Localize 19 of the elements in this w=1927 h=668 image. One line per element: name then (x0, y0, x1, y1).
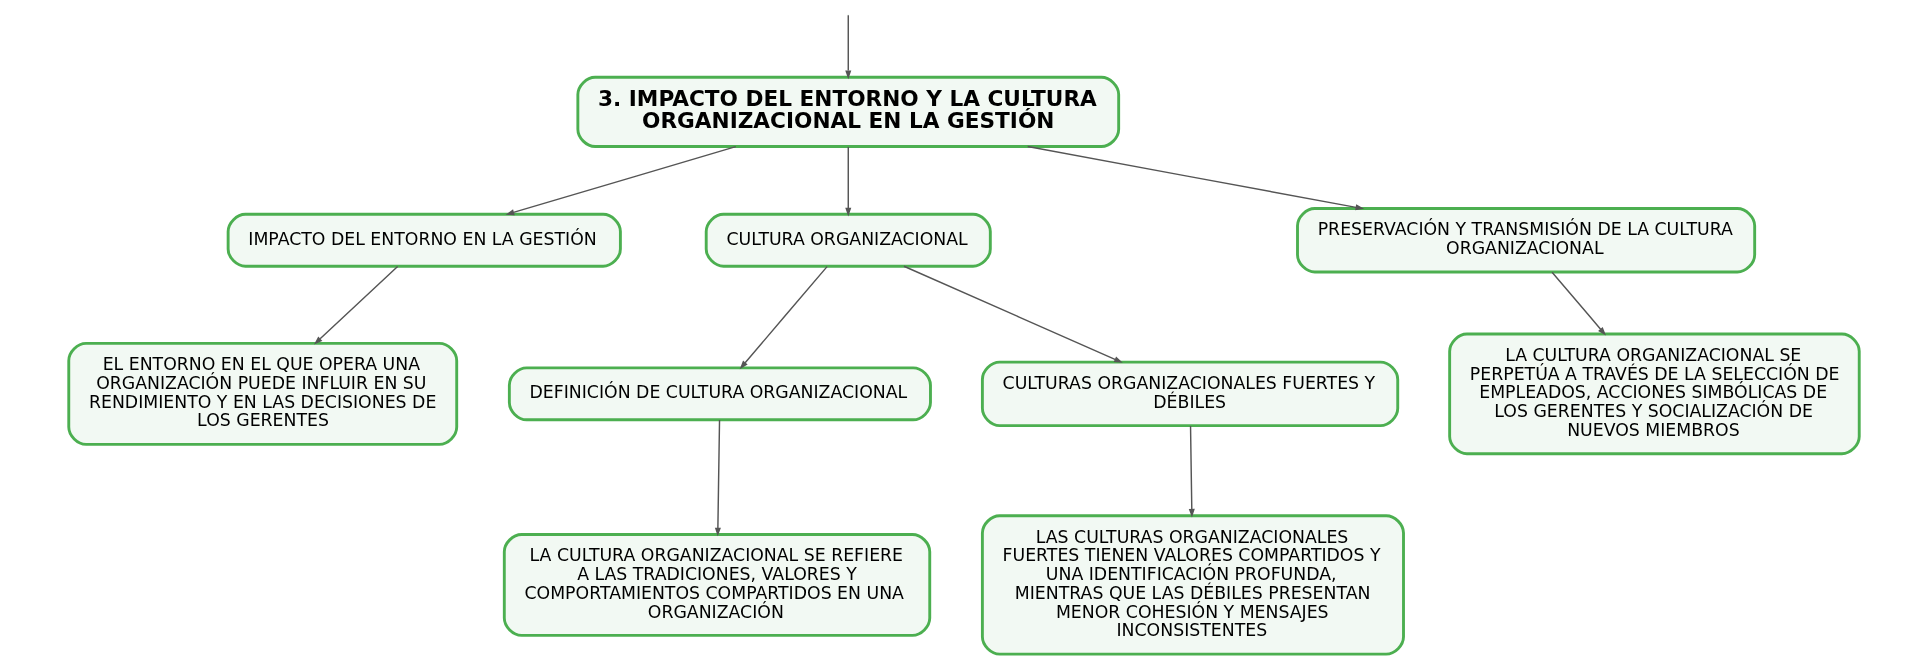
arrow (1550, 271, 1606, 336)
node-box: LA CULTURA ORGANIZACIONAL SE REFIERE A LAS TRADICIONES, VALORES Y COMPORTAMIENTOS COMPARTIDOS EN UNA ORGANIZACIÓN (502, 533, 931, 637)
node-box: 3. IMPACTO DEL ENTORNO Y LA CULTURA ORGANIZACIONAL EN LA GESTIÓN (575, 75, 1120, 148)
node-box: CULTURAS ORGANIZACIONALES FUERTES Y DÉBILES (980, 360, 1399, 427)
arrow (902, 265, 1123, 363)
arrow (739, 265, 828, 370)
node-box: DEFINICIÓN DE CULTURA ORGANIZACIONAL (507, 366, 932, 422)
node-box: LAS CULTURAS ORGANIZACIONALES FUERTES TIENEN VALORES COMPARTIDOS Y UNA IDENTIFICACIÓN PROFUNDA, MIENTRAS QUE LAS DÉBILES PRESENTAN MENOR COHESIÓN Y MENSAJES INCONSISTENTES (980, 514, 1405, 656)
node-box: IMPACTO DEL ENTORNO EN LA GESTIÓN (226, 212, 622, 268)
arrow (844, 146, 851, 217)
node-box: CULTURA ORGANIZACIONAL (704, 212, 992, 268)
arrow (1188, 425, 1195, 518)
node-box: PRESERVACIÓN Y TRANSMISIÓN DE LA CULTURA ORGANIZACIONAL (1295, 207, 1756, 274)
arrow (714, 419, 721, 537)
arrow (505, 145, 736, 216)
arrow (1026, 145, 1364, 211)
arrow (313, 265, 398, 345)
node-box: LA CULTURA ORGANIZACIONAL SE PERPETÚA A TRAVÉS DE LA SELECCIÓN DE EMPLEADOS, ACCIONES SIMBÓLICAS DE LOS GERENTES Y SOCIALIZACIÓN DE NUEVOS MIEMBROS (1447, 332, 1861, 456)
node-box: EL ENTORNO EN EL QUE OPERA UNA ORGANIZACIÓN PUEDE INFLUIR EN SU RENDIMIENTO Y EN LAS DECISIONES DE LOS GERENTES (66, 341, 458, 446)
